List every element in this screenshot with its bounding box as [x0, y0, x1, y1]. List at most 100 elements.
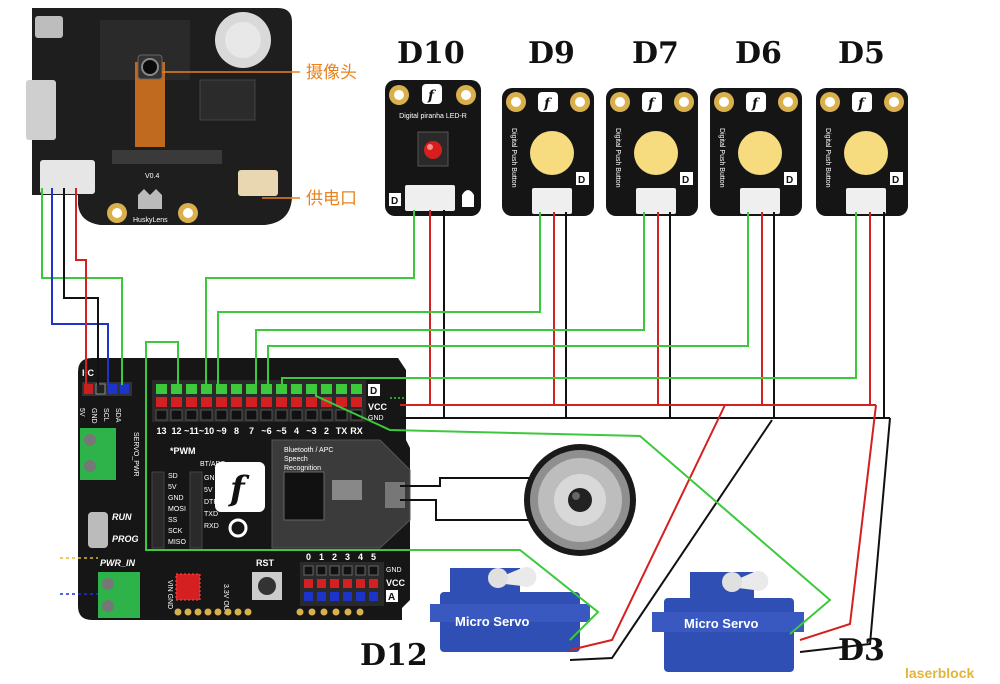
wire-d9-signal	[217, 212, 541, 386]
digital-pin-label: 2	[324, 426, 329, 436]
vin-gnd-header	[175, 573, 201, 601]
digital-pin-signal	[291, 384, 302, 394]
button-module-title: Digital Push Button	[510, 128, 517, 188]
header-hole	[332, 608, 340, 616]
spi-pin-label: SS	[168, 517, 178, 524]
digital-pin-gnd	[185, 409, 198, 421]
svg-text:f: f	[647, 96, 657, 112]
digital-pin-vcc	[216, 397, 227, 407]
module-label-d7: D7	[632, 36, 679, 71]
wire-speaker-1	[400, 477, 530, 487]
huskylens-connector	[40, 160, 95, 194]
analog-pin-label: 0	[306, 552, 311, 562]
digital-pin-label: 13	[156, 426, 166, 436]
i2c-pin-sda: SDA	[114, 408, 121, 423]
digital-pin-vcc	[171, 397, 182, 407]
digital-pin-vcc	[201, 397, 212, 407]
header-hole	[356, 608, 364, 616]
bt-apc-label: BT/APC	[200, 461, 225, 468]
digital-pin-label: RX	[350, 426, 363, 436]
digital-pin-gnd	[260, 409, 273, 421]
rst-label: RST	[256, 558, 275, 568]
module-label-d6: D6	[735, 36, 782, 71]
pwm-label: *PWM	[170, 446, 196, 456]
analog-pin-vcc	[304, 579, 313, 588]
button-pin-label: D	[682, 175, 689, 186]
module-label-d5: D5	[838, 36, 885, 71]
digital-pin-signal	[321, 384, 332, 394]
module-label-d9: D9	[528, 36, 575, 71]
digital-pin-vcc	[246, 397, 257, 407]
servo-text-d12: Micro Servo	[455, 614, 529, 629]
svg-text:f: f	[751, 96, 761, 112]
wire-huskylens-scl	[51, 188, 109, 385]
analog-pin-label: 4	[358, 552, 363, 562]
digital-pin-vcc	[276, 397, 287, 407]
digital-pin-gnd	[305, 409, 318, 421]
analog-pin-signal	[330, 592, 339, 601]
digital-pin-label: ~10	[199, 426, 214, 436]
wire-huskylens-gnd	[63, 188, 99, 385]
header-hole	[320, 608, 328, 616]
digital-pin-signal	[276, 384, 287, 394]
wire-d10-signal	[205, 210, 415, 386]
wire-d7-signal	[255, 212, 645, 386]
button-pin-label: D	[892, 175, 899, 186]
run-prog-switch	[88, 512, 108, 548]
wire-speaker-2	[400, 499, 528, 521]
red-led-icon	[424, 141, 442, 159]
analog-pin-gnd	[342, 565, 353, 576]
digital-pin-signal	[171, 384, 182, 394]
bt-pin-label: RXD	[204, 523, 219, 530]
power-port-label: 供电口	[306, 189, 357, 209]
digital-pin-signal	[156, 384, 167, 394]
analog-row-gnd: GND	[386, 567, 402, 574]
pwr-in-terminal	[98, 572, 140, 618]
servo-label-d3: D3	[838, 633, 885, 668]
digital-pin-signal	[306, 384, 317, 394]
button-pin-label: D	[578, 175, 585, 186]
bt-pin-label: GND	[204, 475, 220, 482]
wire-d6-signal	[267, 212, 749, 386]
servo-d3: Micro Servo	[652, 570, 804, 672]
header-hole	[214, 608, 222, 616]
spi-pin-label: 5V	[168, 484, 177, 491]
analog-pin-gnd	[316, 565, 327, 576]
analog-pin-label: 3	[345, 552, 350, 562]
digital-pin-gnd	[320, 409, 333, 421]
dfrobot-logo-icon	[852, 92, 872, 112]
header-hole	[244, 608, 252, 616]
digital-pin-gnd	[290, 409, 303, 421]
digital-pin-label: ~11	[184, 426, 199, 436]
led-symbol-icon	[462, 190, 474, 207]
analog-pin-label: 5	[371, 552, 376, 562]
digital-pin-signal	[336, 384, 347, 394]
digital-pin-vcc	[231, 397, 242, 407]
wire-huskylens-sda	[41, 188, 123, 385]
servo-power-terminal	[80, 428, 116, 480]
digital-pin-label: 12	[171, 426, 181, 436]
side-connector	[26, 80, 56, 140]
wire-servo-d3-signal	[315, 386, 832, 635]
dfrobot-logo-icon	[746, 92, 766, 112]
spi-pin-label: SD	[168, 473, 178, 480]
spi-pin-label: SCK	[168, 528, 183, 535]
digital-pin-signal	[231, 384, 242, 394]
digital-pin-label: ~5	[276, 426, 286, 436]
bt-pin-label: TXD	[204, 511, 218, 518]
analog-pin-signal	[317, 592, 326, 601]
digital-pin-grid	[155, 384, 363, 421]
bt-pin-label: DTR	[204, 499, 218, 506]
out-label: 3.3V OUT	[222, 584, 229, 616]
digital-pin-gnd	[200, 409, 213, 421]
digital-pin-vcc	[261, 397, 272, 407]
digital-pin-signal	[261, 384, 272, 394]
spi-pin-label: MOSI	[168, 506, 186, 513]
i2c-pin-5v: 5V	[78, 408, 85, 417]
digital-pin-vcc	[186, 397, 197, 407]
analog-pin-gnd	[355, 565, 366, 576]
analog-pin-label: 1	[319, 552, 324, 562]
